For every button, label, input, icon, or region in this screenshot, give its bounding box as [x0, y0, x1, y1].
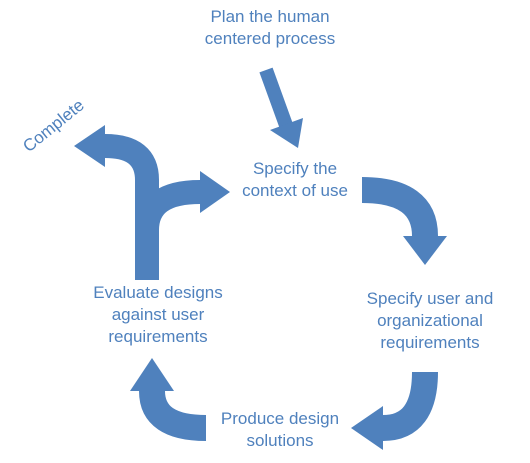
node-context-line-2: context of use [242, 181, 348, 200]
arrow-context-to-requirements [361, 177, 447, 265]
node-plan-human-centered-process: Plan the human centered process [170, 6, 370, 50]
node-evaluate-line-3: requirements [108, 327, 208, 346]
arrows [74, 67, 447, 450]
node-produce-line-2: solutions [246, 431, 314, 450]
node-context-line-1: Specify the [252, 159, 338, 178]
node-requirements-line-1: Specify user and [366, 289, 494, 308]
node-specify-context-of-use: Specify the context of use [210, 158, 380, 202]
node-produce-line-1: Produce design [220, 409, 340, 428]
node-evaluate-line-2: against user [111, 305, 205, 324]
node-plan-line-1: Plan the human [210, 7, 330, 26]
node-evaluate-designs: Evaluate designs against user requiremen… [68, 282, 248, 348]
node-evaluate-line-1: Evaluate designs [93, 283, 223, 302]
node-produce-design-solutions: Produce design solutions [200, 408, 360, 452]
node-specify-user-organizational-requirements: Specify user and organizational requirem… [340, 288, 520, 354]
node-requirements-line-2: organizational [377, 311, 483, 330]
node-plan-line-2: centered process [204, 29, 336, 48]
arrow-plan-to-context [259, 67, 303, 148]
arrow-produce-to-evaluate [130, 358, 207, 441]
node-requirements-line-3: requirements [380, 333, 480, 352]
arrow-evaluate-to-complete [74, 125, 159, 230]
arrow-requirements-to-produce [351, 371, 438, 450]
